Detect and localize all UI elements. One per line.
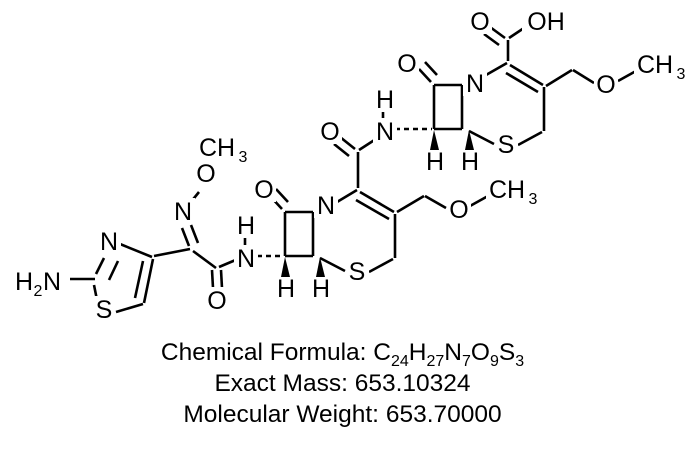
chemical-formula-value: C24H27N7O9S3 bbox=[373, 339, 524, 369]
atom-label-layer: H 2 N N S N O CH 3 O N H O N bbox=[8, 8, 685, 324]
exact-mass-line: Exact Mass: 653.10324 bbox=[0, 368, 685, 399]
chemical-formula-line: Chemical Formula: C24H27N7O9S3 bbox=[0, 337, 685, 369]
atom-label-amide2-N: N bbox=[376, 118, 394, 146]
formula-element-N: N bbox=[444, 339, 462, 366]
formula-count-C: 24 bbox=[390, 352, 409, 370]
atom-label-ring1-S: S bbox=[349, 258, 366, 286]
molecular-weight-label: Molecular Weight: bbox=[183, 401, 379, 428]
atom-label-amide1-NH: H bbox=[237, 212, 255, 240]
atom-label-amide2-NH: H bbox=[376, 86, 394, 114]
formula-count-N: 7 bbox=[461, 352, 471, 370]
exact-mass-value: 653.10324 bbox=[354, 370, 471, 397]
atom-label-H2N-H: H bbox=[15, 268, 33, 296]
chemical-structure-svg: H 2 N N S N O CH 3 O N H O N bbox=[8, 8, 685, 324]
formula-element-O: O bbox=[470, 339, 490, 366]
atom-label-oxime-O: O bbox=[196, 160, 215, 188]
atom-label-ether2-CH3-sub: 3 bbox=[677, 66, 685, 83]
atom-label-ring2-S: S bbox=[498, 131, 515, 159]
atom-label-ring1-H7: H bbox=[277, 275, 295, 303]
atom-label-thiazole-S: S bbox=[96, 296, 113, 324]
atom-label-ether2-O: O bbox=[596, 71, 615, 99]
atom-label-ether1-O: O bbox=[449, 196, 468, 224]
atom-label-acid-O: O bbox=[470, 8, 489, 36]
caption-block: Chemical Formula: C24H27N7O9S3 Exact Mas… bbox=[0, 337, 685, 430]
atom-label-acid-OH: OH bbox=[527, 8, 565, 36]
formula-count-S: 3 bbox=[515, 352, 525, 370]
formula-element-H: H bbox=[408, 339, 427, 366]
atom-label-ether1-CH3-sub: 3 bbox=[529, 191, 538, 208]
atom-label-ring2-H6: H bbox=[461, 148, 479, 176]
aminothiazole-ring bbox=[68, 242, 155, 314]
atom-label-oxime-N: N bbox=[174, 198, 192, 226]
atom-label-H2N-N: N bbox=[43, 268, 61, 296]
lower-cephem-ring bbox=[269, 152, 489, 277]
atom-label-ether1-CH3-C: CH bbox=[489, 176, 525, 204]
atom-label-ring1-N: N bbox=[317, 192, 335, 220]
atom-label-oxime-OCH3-sub: 3 bbox=[239, 149, 248, 166]
formula-element-C: C bbox=[373, 339, 391, 366]
atom-label-ring2-N: N bbox=[466, 70, 484, 98]
atom-label-ring2-H7: H bbox=[426, 148, 444, 176]
formula-element-S: S bbox=[498, 339, 516, 366]
exact-mass-label: Exact Mass: bbox=[214, 370, 348, 397]
formula-count-O: 9 bbox=[489, 352, 499, 370]
atom-label-thiazole-N: N bbox=[100, 228, 118, 256]
atom-label-ring1-H6: H bbox=[312, 275, 330, 303]
atom-label-oxime-OCH3-C: CH bbox=[199, 134, 235, 162]
atom-label-amide2-O: O bbox=[320, 118, 339, 146]
atom-label-lactam2-O: O bbox=[397, 50, 416, 78]
atom-label-ether2-CH3-C: CH bbox=[637, 51, 673, 79]
upper-cephem-ring bbox=[418, 25, 637, 150]
atom-label-lactam1-O: O bbox=[254, 176, 273, 204]
chemical-formula-label: Chemical Formula: bbox=[160, 339, 367, 366]
molecular-weight-line: Molecular Weight: 653.70000 bbox=[0, 399, 685, 430]
molecular-weight-value: 653.70000 bbox=[385, 401, 502, 428]
formula-count-H: 27 bbox=[426, 352, 445, 370]
atom-label-H2N-sub: 2 bbox=[34, 283, 43, 300]
atom-label-amide1-O: O bbox=[207, 287, 226, 315]
atom-label-amide1-N: N bbox=[237, 245, 255, 273]
